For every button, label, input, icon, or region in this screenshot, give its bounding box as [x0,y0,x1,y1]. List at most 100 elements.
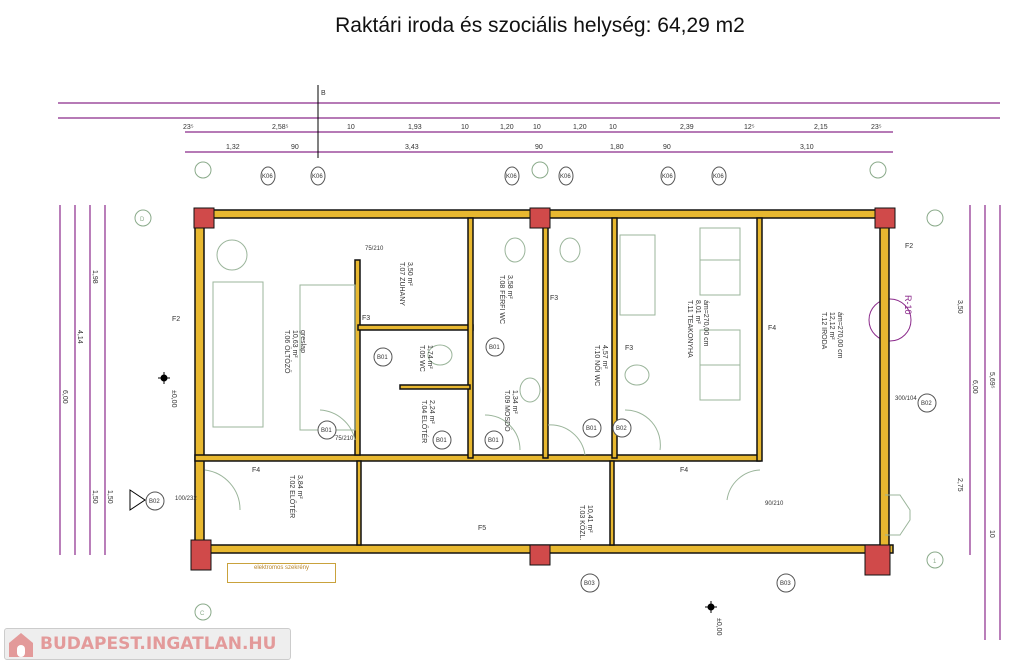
dim-label: 10 [609,124,617,131]
door-tag: B01 [488,438,499,444]
dim-label: 10 [988,530,995,538]
room-label-t09: T.09 MOSDÓ 1,34 m² [503,390,518,432]
room-label-t04: T.04 ELŐTÉR 2,24 m² [420,400,435,443]
door-size: 75/210 [365,246,384,252]
room-area: 3,58 m² [506,275,513,299]
dim-label: 3,10 [800,144,814,151]
door-size: 90/210 [765,501,784,507]
door-tag: B01 [489,345,500,351]
entrance-arrow-icon [129,489,146,511]
plan-title: Raktári iroda és szociális helység: 64,2… [335,14,745,37]
window-tag: K06 [506,174,517,180]
axis-label-c: C [200,611,205,617]
axis-label-1: 1 [933,559,937,565]
room-area: 1,34 m² [511,390,518,414]
dim-label: 2,58⁵ [272,124,289,131]
room-area: 1,74 m² [426,345,433,369]
room-area: 10,41 m² [586,505,593,533]
room-label-t12: T.12 IRODA 12,12 m² ám=270,00 cm [820,312,843,359]
room-area: 12,12 m² [828,312,835,340]
reference-lines [58,102,1001,640]
room-area: 10,63 m² [291,330,298,358]
dim-label: 1,20 [500,124,514,131]
watermark: BUDAPEST.INGATLAN.HU [4,628,291,660]
fixtures [204,227,911,536]
dim-label: 6,00 [61,390,68,404]
door-tag: B02 [921,401,932,407]
door-size: 100/232 [175,496,197,502]
room-name: T.09 MOSDÓ [503,390,512,432]
room-name: T.06 ÖLTÖZŐ [283,330,292,374]
columns [190,207,896,576]
room-name: T.08 FÉRFI WC [498,275,507,324]
dim-label: 90 [535,144,543,151]
room-label-t05: T.05 WC 1,74 m² [418,345,433,372]
wall-mark: F5 [478,525,486,532]
room-name: T.05 WC [418,345,425,372]
dim-label: 1,20 [573,124,587,131]
window-tag: K06 [560,174,571,180]
door-tag: B01 [377,355,388,361]
section-marker-label: R-10 [903,295,913,315]
level-marker-icon [705,601,717,613]
dim-label: 2,39 [680,124,694,131]
door-tag: B02 [149,499,160,505]
dim-label: 5,69⁵ [988,372,995,389]
room-name: T.04 ELŐTÉR [420,400,429,443]
room-area: 3,50 m² [406,262,413,286]
room-label-t08: T.08 FÉRFI WC 3,58 m² [498,275,513,324]
wall-mark: F3 [550,295,558,302]
room-labels: T.06 ÖLTÖZŐ 10,63 m² greslap T.07 ZUHANY… [283,262,843,540]
room-label-t11: T.11 TEAKONYHA 8,01 m² ám=270,00 cm [686,300,709,358]
section-marker [868,298,912,342]
window-tag: K06 [713,174,724,180]
dim-label: 23⁵ [183,124,194,131]
window-tags [260,166,727,186]
window-tag: K06 [662,174,673,180]
room-label-t10: T.10 NŐI WC 4,57 m² [593,345,608,386]
electric-cabinet-text: elektromos szekrény [253,565,310,571]
room-area: 4,57 m² [601,345,608,369]
door-tag: B03 [780,581,791,587]
house-logo-icon [8,631,34,657]
dim-label: 10 [347,124,355,131]
level-marker-icon [158,372,170,384]
door-size: 300/104 [895,396,917,402]
dim-label: 90 [291,144,299,151]
door-tag: B01 [436,438,447,444]
dim-label: 12⁵ [744,124,755,131]
dim-label: 2,75 [956,478,963,492]
dimension-row-2: 1,32 90 3,43 90 1,80 90 3,10 [226,144,814,151]
dim-label: 3,43 [405,144,419,151]
dim-label: 1,80 [610,144,624,151]
room-area: 2,24 m² [428,400,435,424]
room-label-t03: T.03 KÖZL. 10,41 m² [578,505,593,540]
dim-label: 6,00 [971,380,978,394]
dim-label: 90 [663,144,671,151]
dim-label: 10 [533,124,541,131]
room-area: 3,84 m² [296,475,303,499]
wall-mark: F3 [362,315,370,322]
electric-cabinet-label: elektromos szekrény [227,563,336,583]
dim-label: 1,93 [408,124,422,131]
room-height: ám=270,00 cm [836,312,843,359]
door-tag: B01 [586,426,597,432]
dim-label: 1,32 [226,144,240,151]
room-height: ám=270,00 cm [702,300,709,347]
door-tag: B02 [616,426,627,432]
watermark-text: BUDAPEST.INGATLAN.HU [40,634,277,654]
dim-label: 4,14 [76,330,83,344]
room-name: T.07 ZUHANY [398,262,405,306]
level-label: ±0,00 [715,618,722,636]
room-name: T.03 KÖZL. [578,505,586,540]
room-name: T.11 TEAKONYHA [686,300,693,358]
room-label-t07: T.07 ZUHANY 3,50 m² [398,262,413,306]
room-label-t06: T.06 ÖLTÖZŐ 10,63 m² greslap [283,330,306,374]
dim-label: 23⁵ [871,124,882,131]
room-floor: greslap [299,330,306,353]
door-tag-circles [145,337,937,593]
window-tag: K06 [262,174,273,180]
level-label: ±0,00 [170,390,177,408]
dimension-row-1: 23⁵ 2,58⁵ 10 1,93 10 1,20 10 1,20 10 2,3… [183,124,882,131]
